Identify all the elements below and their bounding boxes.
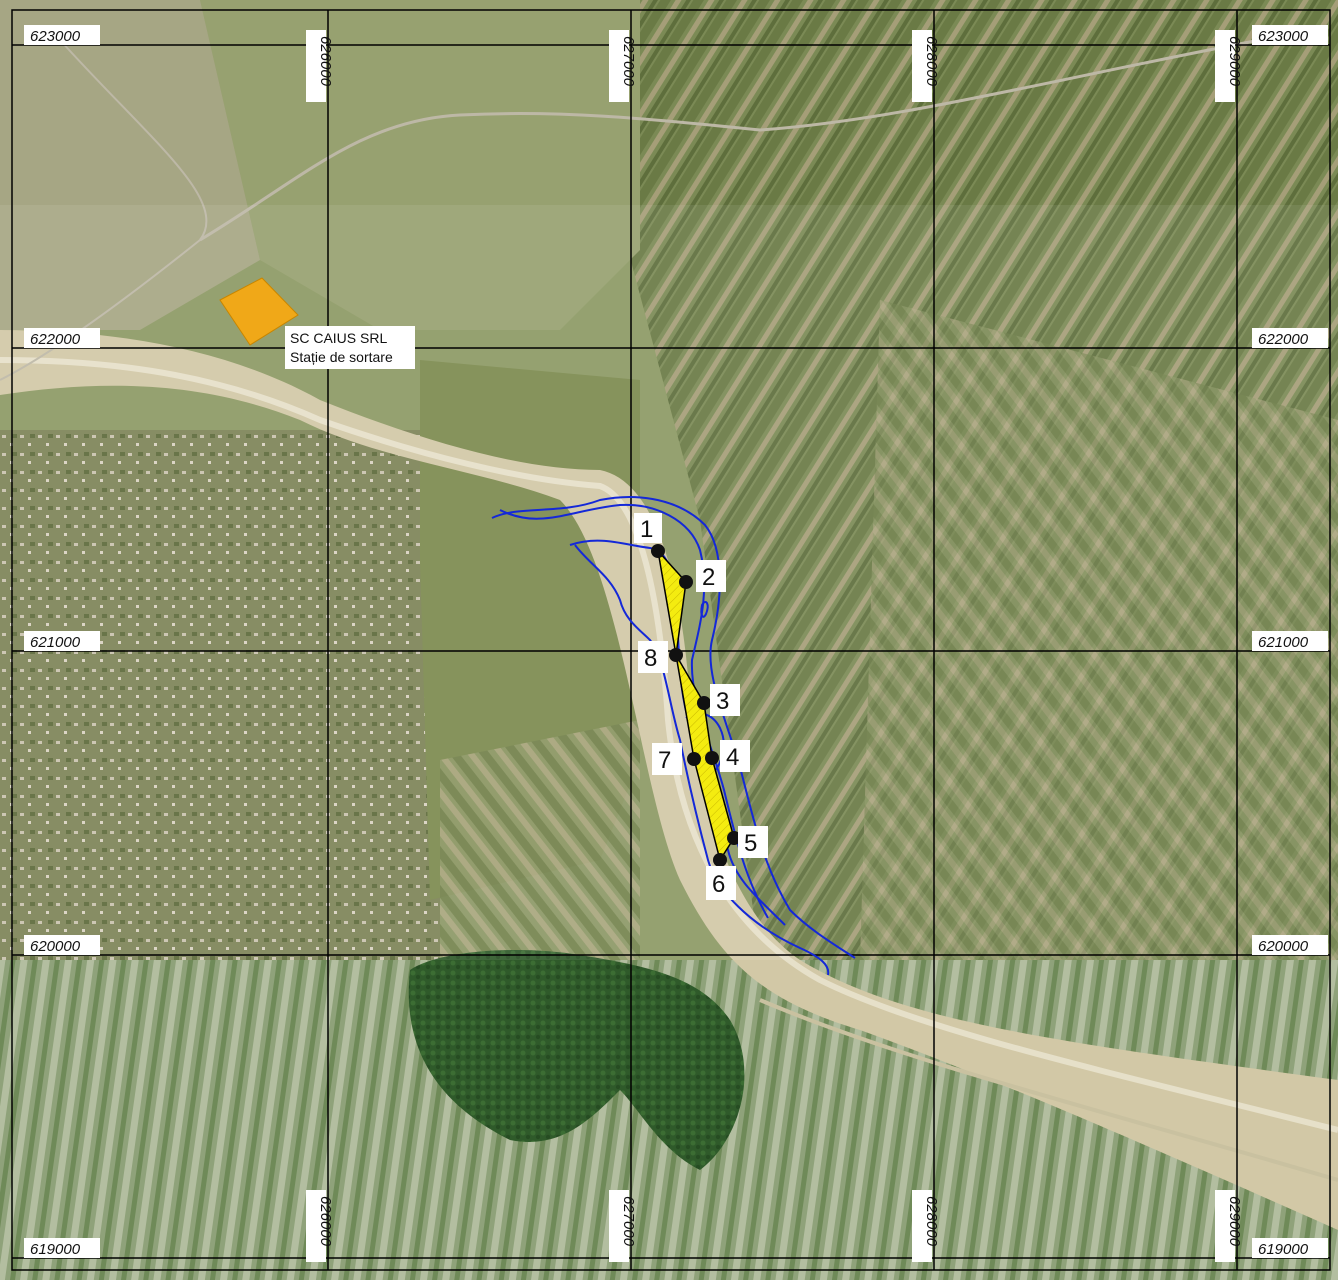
easting-label: 628000	[923, 36, 940, 87]
northing-label: 619000	[1258, 1241, 1309, 1258]
site-label: SC CAIUS SRL Stație de sortare	[285, 326, 415, 369]
map-frame	[11, 9, 1331, 1271]
vertex-7-marker[interactable]	[687, 752, 701, 766]
road	[0, 39, 208, 381]
field-zone	[860, 300, 1338, 960]
site-label-line2: Stație de sortare	[290, 349, 393, 365]
vertex-3-marker[interactable]	[697, 696, 711, 710]
field-zone	[440, 720, 640, 960]
vertex-1-label: 1	[640, 516, 653, 543]
forest-area	[408, 950, 745, 1170]
sorting-station-area	[219, 277, 299, 346]
northing-label: 622000	[1258, 331, 1309, 348]
easting-label: 629000	[1226, 1196, 1243, 1247]
vertex-6-marker[interactable]	[713, 853, 727, 867]
vertex-4-marker[interactable]	[705, 751, 719, 765]
field-zone	[0, 430, 440, 960]
northing-label: 620000	[30, 938, 81, 955]
perimeter-vertices	[651, 544, 741, 867]
coordinate-grid	[12, 10, 1330, 1270]
vertex-5-label: 5	[744, 830, 757, 857]
easting-labels: 626000 627000 628000 629000 626000 62700…	[306, 30, 1243, 1262]
northing-label: 621000	[30, 634, 81, 651]
northing-label: 623000	[30, 28, 81, 45]
vertex-8-marker[interactable]	[669, 648, 683, 662]
vertex-labels: 1 2 3 4 5 6 7 8	[634, 513, 768, 900]
field-zone	[0, 0, 260, 330]
easting-label: 629000	[1226, 36, 1243, 87]
vertex-2-label: 2	[702, 564, 715, 591]
northing-labels: 623000 623000 622000 622000 621000 62100…	[24, 25, 1328, 1258]
easting-label: 627000	[620, 36, 637, 87]
vertex-8-label: 8	[644, 645, 657, 672]
easting-label: 628000	[923, 1196, 940, 1247]
northing-label: 619000	[30, 1241, 81, 1258]
site-label-line1: SC CAIUS SRL	[290, 330, 387, 346]
vertex-4-label: 4	[726, 744, 739, 771]
vertex-1-marker[interactable]	[651, 544, 665, 558]
northing-label: 622000	[30, 331, 81, 348]
vertex-6-label: 6	[712, 871, 725, 898]
northing-label: 620000	[1258, 938, 1309, 955]
road	[199, 38, 1261, 242]
easting-label: 626000	[317, 36, 334, 87]
northing-label: 623000	[1258, 28, 1309, 45]
vertex-5-marker[interactable]	[727, 831, 741, 845]
river-channel	[759, 998, 1338, 1182]
vertex-3-label: 3	[716, 688, 729, 715]
river-channel	[0, 357, 1338, 1133]
vertex-7-label: 7	[658, 747, 671, 774]
northing-label: 621000	[1258, 634, 1309, 651]
river-bed	[0, 330, 1338, 1230]
easting-label: 626000	[317, 1196, 334, 1247]
vertex-2-marker[interactable]	[679, 575, 693, 589]
easting-label: 627000	[620, 1196, 637, 1247]
